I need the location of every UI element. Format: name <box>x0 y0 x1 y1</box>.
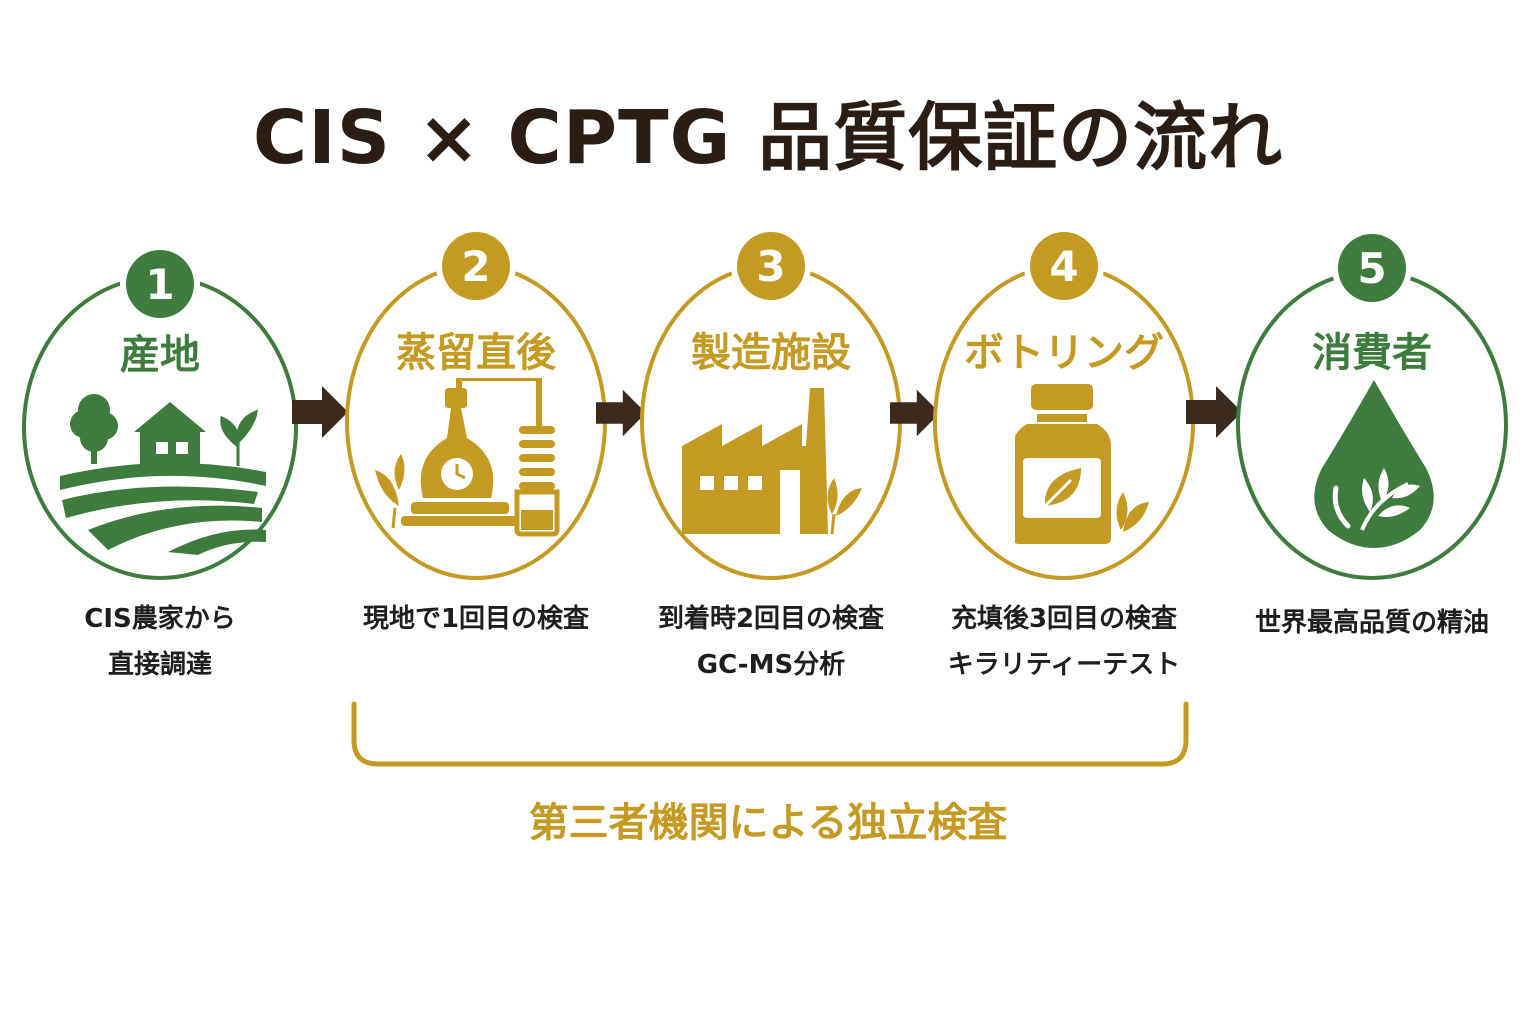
step-description: 到着時2回目の検査 GC-MS分析 <box>620 596 922 688</box>
factory-icon <box>682 388 862 534</box>
step-title: 消費者 <box>1312 330 1432 376</box>
step-title: 蒸留直後 <box>396 330 556 376</box>
inspection-bracket <box>351 701 1189 767</box>
step-1: 1 産地 CIS農家から 直接調達 <box>22 250 298 680</box>
step-5: 5 消費者 世界最高品質の精油 <box>1236 234 1508 638</box>
arrow-right-icon <box>596 389 646 437</box>
step-title: ボトリング <box>964 330 1164 376</box>
step-title: 製造施設 <box>691 330 851 376</box>
step-number-badge: 2 <box>442 232 510 300</box>
page-title: CIS × CPTG 品質保証の流れ <box>252 95 1284 181</box>
step-number-badge: 4 <box>1030 232 1098 300</box>
step-description: 世界最高品質の精油 <box>1216 600 1528 646</box>
step-description-line: GC-MS分析 <box>696 650 846 680</box>
farm-icon <box>60 394 266 555</box>
arrow-right-icon <box>890 389 940 437</box>
step-title: 産地 <box>120 332 200 378</box>
step-description: CIS農家から 直接調達 <box>2 596 318 688</box>
step-4: 4 ボトリング 充填後3回目の検査 キラリティーテスト <box>933 232 1195 680</box>
step-description-line: 到着時2回目の検査 <box>657 604 885 634</box>
step-description: 充填後3回目の検査 キラリティーテスト <box>913 596 1215 688</box>
step-description-line: 世界最高品質の精油 <box>1254 608 1489 638</box>
arrow-right-icon <box>292 386 348 438</box>
step-2: 2 蒸留直後 現地で1回目の検査 <box>345 232 607 634</box>
step-number-badge: 1 <box>126 250 194 318</box>
step-number-badge: 3 <box>737 232 805 300</box>
distiller-icon <box>375 378 560 537</box>
step-description: 現地で1回目の検査 <box>325 596 627 642</box>
step-description-line: 充填後3回目の検査 <box>950 604 1178 634</box>
step-description-line: CIS農家から <box>84 604 236 634</box>
bracket-label: 第三者機関による独立検査 <box>528 800 1008 846</box>
step-oval <box>345 264 607 580</box>
step-description-line: 直接調達 <box>107 650 212 680</box>
step-3: 3 製造施設 到着時2回目の検査 GC-MS分析 <box>640 232 902 680</box>
step-number-badge: 5 <box>1338 234 1406 302</box>
bottle-icon <box>1015 384 1149 544</box>
arrow-right-icon <box>1186 386 1242 438</box>
step-description-line: 現地で1回目の検査 <box>362 604 590 634</box>
step-description-line: キラリティーテスト <box>947 650 1181 680</box>
oil-drop-icon <box>1314 380 1434 548</box>
